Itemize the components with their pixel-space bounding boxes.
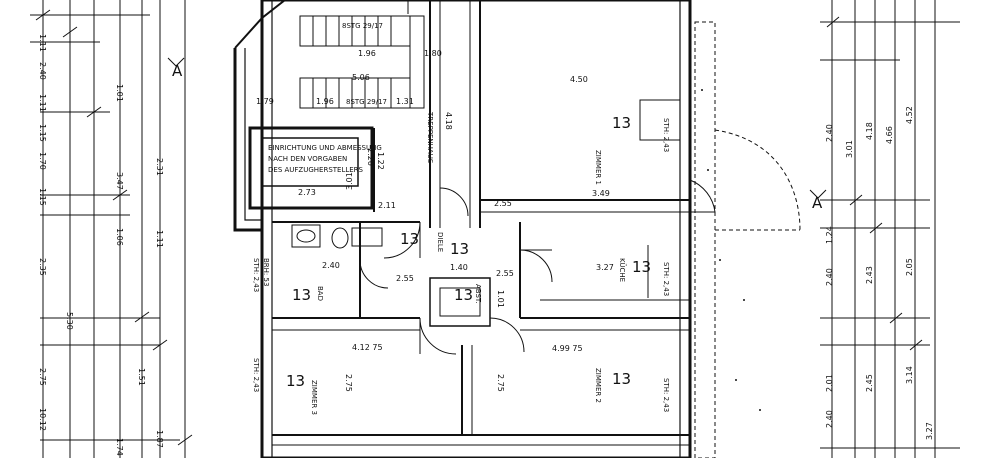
center-dim: 1.96 xyxy=(316,97,334,106)
zimmer2-name: ZIMMER 2 xyxy=(594,368,602,403)
outer-walls xyxy=(233,0,692,458)
center-dim: 1.22 xyxy=(376,152,385,170)
center-dim: 4.18 xyxy=(444,112,453,130)
left-outer-dim: 2.40 xyxy=(38,62,47,80)
right-outer-dim: 3.14 xyxy=(905,366,914,384)
kueche-width: 3.27 xyxy=(596,263,614,272)
left-outer-dim: 1.70 xyxy=(38,152,47,170)
abst-number: 13 xyxy=(454,286,473,304)
abst-name: ABST. xyxy=(474,284,482,304)
left-outer-dim: 10.12 xyxy=(38,408,47,431)
center-dim: 2.11 xyxy=(378,201,396,210)
right-inner-dim: 2.43 xyxy=(865,266,874,284)
right-inner-dim: 2.40 xyxy=(825,124,834,142)
center-dim: 1.80 xyxy=(424,49,442,58)
treppenhaus-name: TREPPENHAUS xyxy=(426,111,434,164)
staircase xyxy=(299,0,425,109)
center-dim: 3.01 xyxy=(345,172,354,190)
bad-height: STH: 2,43 xyxy=(252,258,260,292)
right-inner-dim: 4.18 xyxy=(865,122,874,140)
right-inner-dim: 3.01 xyxy=(845,140,854,158)
kueche-name: KÜCHE xyxy=(618,258,627,282)
zimmer2-number: 13 xyxy=(612,370,631,388)
elevator-shaft xyxy=(248,126,375,212)
right-outer-dim: 2.05 xyxy=(905,258,914,276)
zimmer2-width: 4.99 75 xyxy=(552,344,583,353)
zimmer1-depth: 3.49 xyxy=(592,189,610,198)
center-dim: 2.75 xyxy=(496,374,505,392)
left-inner-dim: 1.06 xyxy=(115,228,124,246)
diele-width: 1.40 xyxy=(450,263,468,272)
wc-number: 13 xyxy=(400,230,419,248)
left-dimension-lines xyxy=(30,0,193,458)
right-dimension-lines xyxy=(820,0,960,458)
zimmer1-height: STH: 2,43 xyxy=(662,118,670,152)
left-outer-dim: 1.11 xyxy=(38,94,47,112)
center-dim: 1.01 xyxy=(496,290,505,308)
zimmer3-depth: 2.75 xyxy=(344,374,353,392)
bad-parapet: BRH: 53 xyxy=(262,258,270,286)
right-inner-dim: 2.40 xyxy=(825,410,834,428)
left-outer-dim: 1.15 xyxy=(38,124,47,142)
left-outer-dim: 2.75 xyxy=(38,368,47,386)
right-inner-dim: 2.01 xyxy=(825,374,834,392)
right-inner-dim: 1.24 xyxy=(825,226,834,244)
section-marker-right: A xyxy=(812,194,823,212)
bad-name: BAD xyxy=(316,286,324,301)
left-inner-dim: 1.74 xyxy=(115,438,124,456)
left-inner-dim: 3.47 xyxy=(115,172,124,190)
left-outer-dim: 2.35 xyxy=(38,258,47,276)
zimmer1-width: 4.50 xyxy=(570,75,588,84)
stair-top-note: 8STG 29/17 xyxy=(342,22,383,30)
left-inner-dim: 1.51 xyxy=(137,368,146,386)
installation-note-line3: DES AUFZUGHERSTELLERS xyxy=(268,166,364,174)
zimmer3-number: 13 xyxy=(286,372,305,390)
bad-number: 13 xyxy=(292,286,311,304)
right-outer-dim: 3.27 xyxy=(925,422,934,440)
zimmer3-width: 4.12 75 xyxy=(352,343,383,352)
installation-note-line1: EINRICHTUNG UND ABMESSUNG xyxy=(268,144,382,152)
diele-number: 13 xyxy=(450,240,469,258)
balcony-dots xyxy=(701,89,761,411)
left-inner-dim: 1.11 xyxy=(155,230,164,248)
center-dim: 2.55 xyxy=(496,269,514,278)
center-dim: 2.40 xyxy=(322,261,340,270)
bathroom-fixtures xyxy=(291,224,383,249)
left-outer-dim: 1.11 xyxy=(38,34,47,52)
center-dim: 2.55 xyxy=(494,199,512,208)
center-dim: 1.31 xyxy=(396,97,414,106)
left-inner-dim: 2.31 xyxy=(155,158,164,176)
right-outer-dim: 4.52 xyxy=(905,106,914,124)
left-outer-dim: 5.30 xyxy=(65,312,74,330)
right-outer-dim: 4.66 xyxy=(885,126,894,144)
kueche-number: 13 xyxy=(632,258,651,276)
left-inner-dim: 1.01 xyxy=(115,84,124,102)
diele-name: DIELE xyxy=(436,232,444,252)
left-inner-dim: 1.87 xyxy=(155,430,164,448)
zimmer1-number: 13 xyxy=(612,114,631,132)
zimmer2-height: STH: 2,43 xyxy=(662,378,670,412)
zimmer3-name: ZIMMER 3 xyxy=(310,380,318,415)
zimmer1-name: ZIMMER 1 xyxy=(594,150,602,185)
zimmer3-height: STH: 2,43 xyxy=(252,358,260,392)
center-dim: 1.79 xyxy=(256,97,274,106)
center-dim: 2.73 xyxy=(298,188,316,197)
right-inner-dim: 2.45 xyxy=(865,374,874,392)
center-dim: 2.55 xyxy=(396,274,414,283)
center-dim: 1.96 xyxy=(358,49,376,58)
section-marker-left: A xyxy=(172,62,183,80)
installation-note-line2: NACH DEN VORGABEN xyxy=(268,155,347,163)
interior-walls xyxy=(272,0,690,446)
balcony xyxy=(694,21,801,458)
stair-mid-note: 8STG 29/17 xyxy=(346,98,387,106)
right-inner-dim: 2.40 xyxy=(825,268,834,286)
left-outer-dim: 1.15 xyxy=(38,188,47,206)
center-dim: 5.06 xyxy=(352,73,370,82)
kueche-height: STH: 2,43 xyxy=(662,262,670,296)
section-markers xyxy=(167,57,827,199)
center-dim: 2.26 xyxy=(366,148,375,166)
